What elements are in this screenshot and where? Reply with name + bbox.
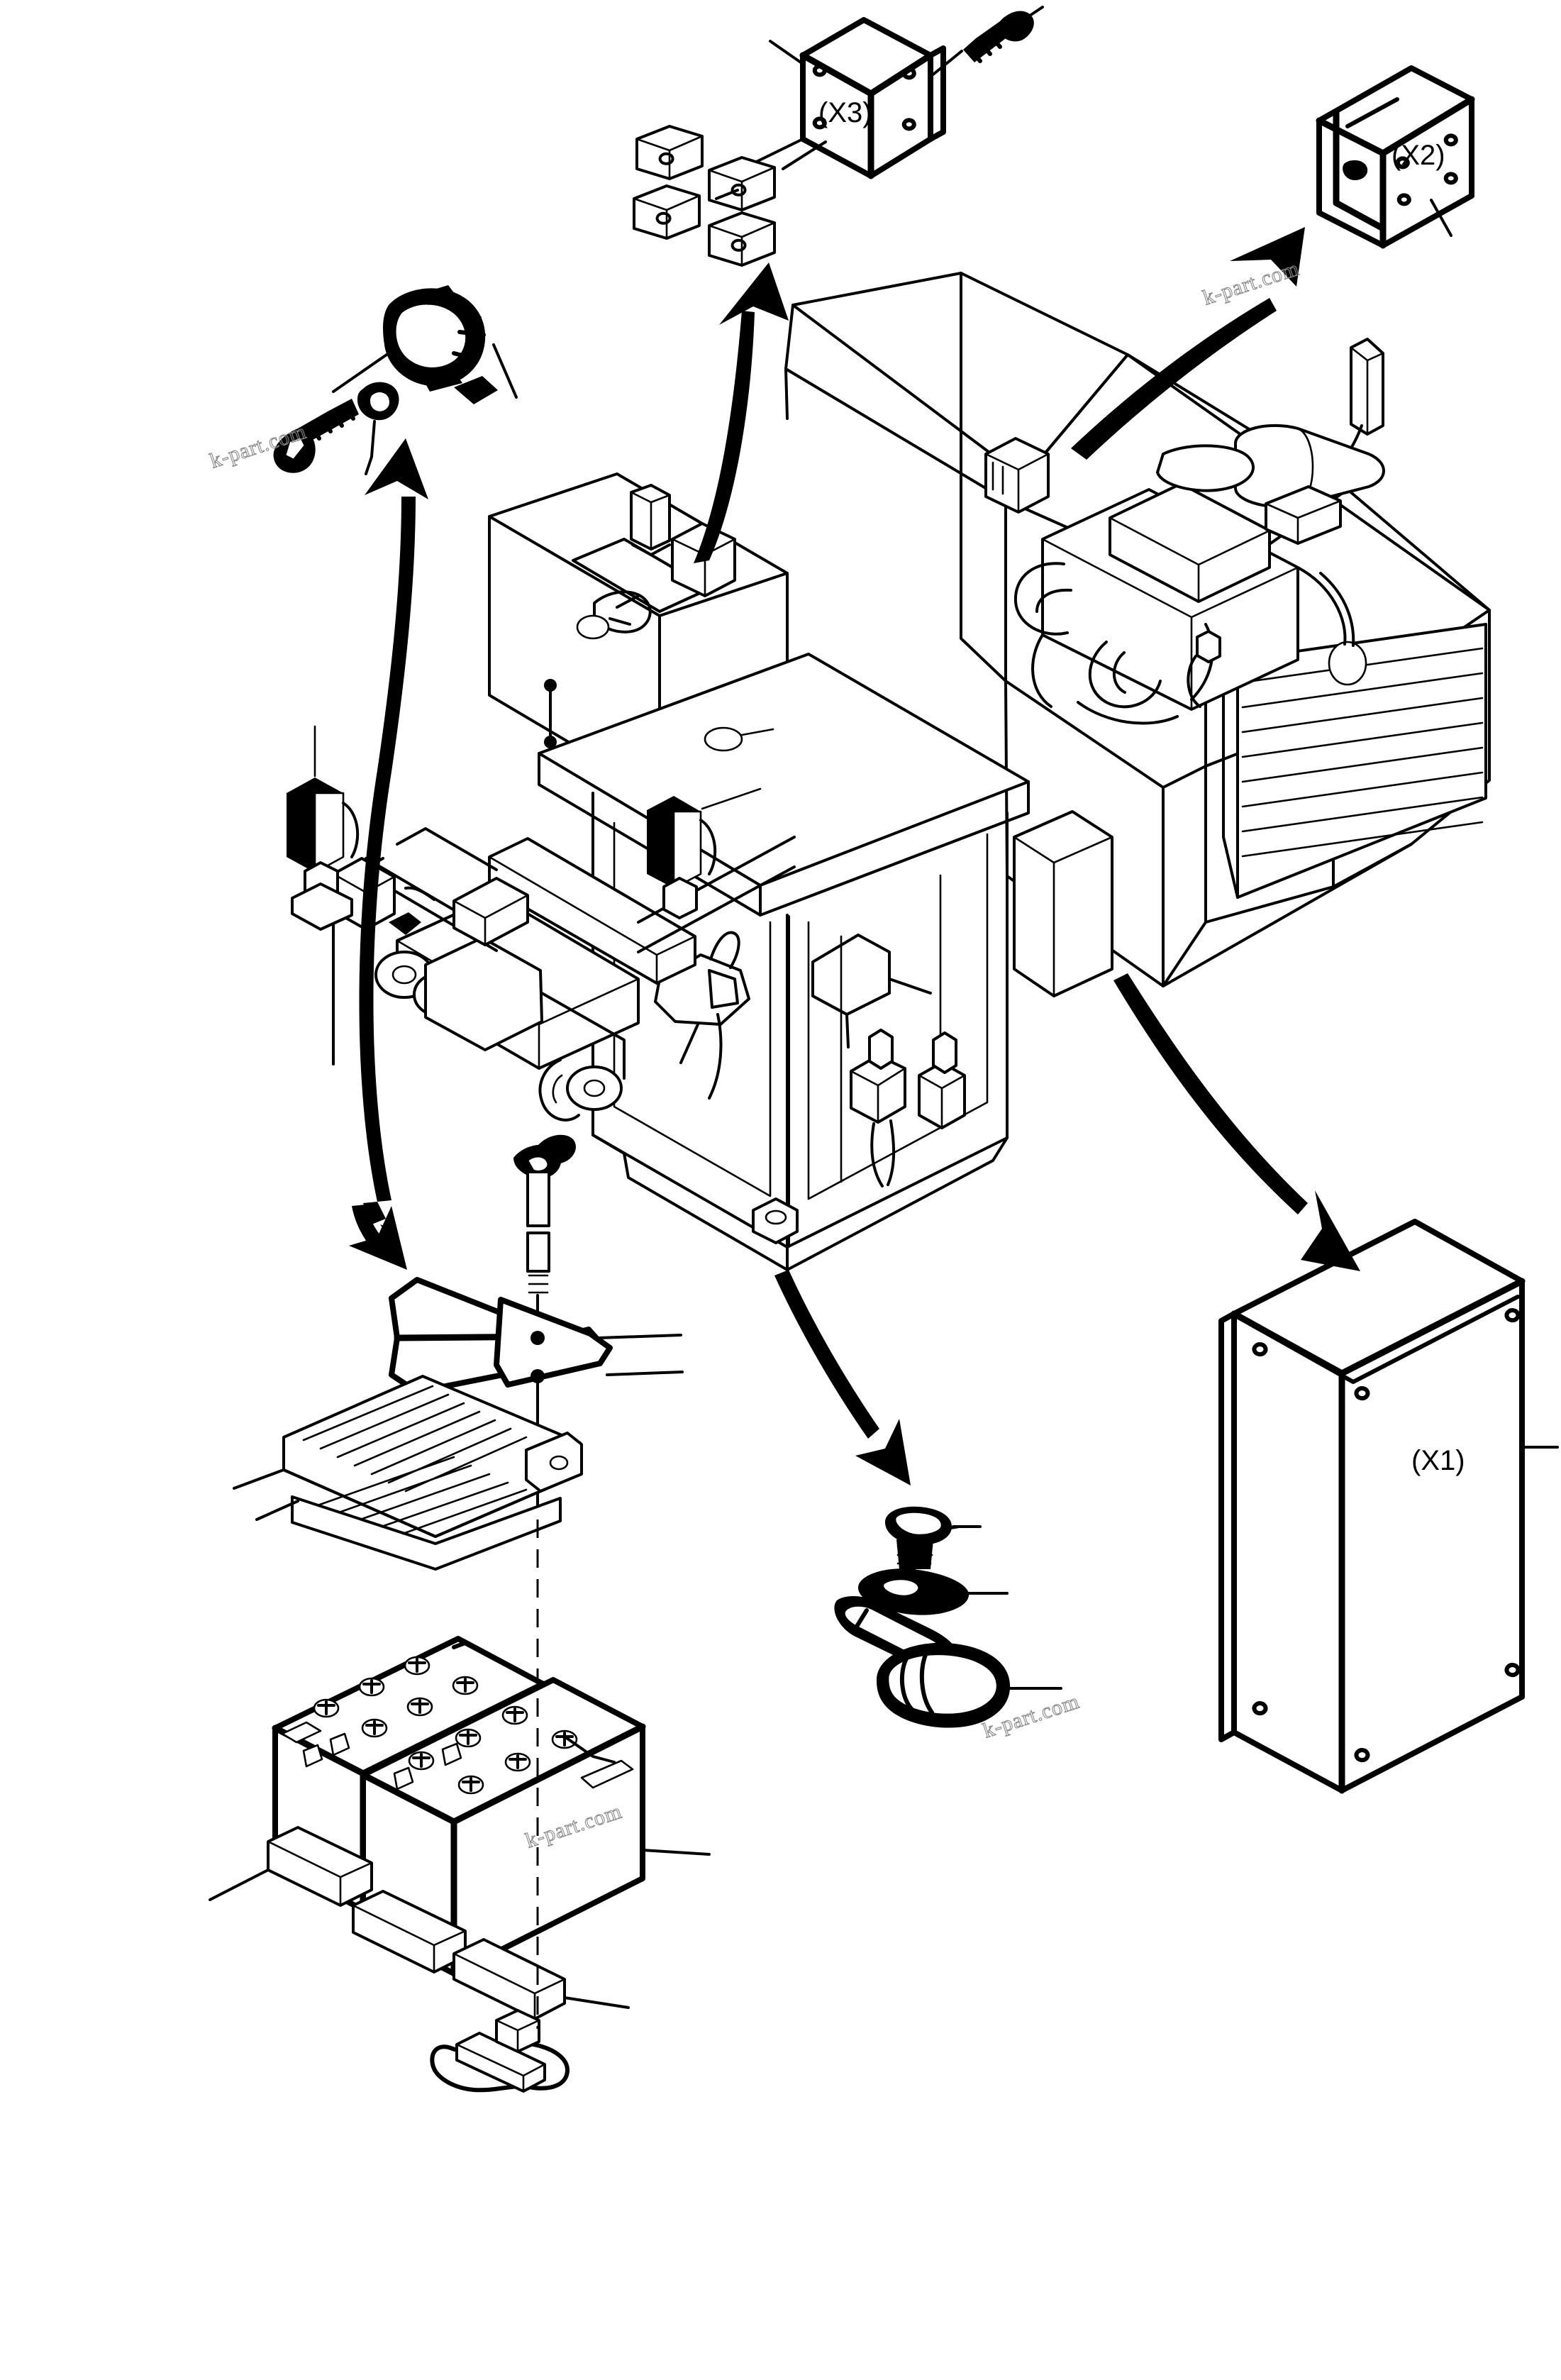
x3-mounting-screw (929, 6, 1044, 78)
cab-side-panel (1013, 810, 1113, 997)
battery-group (209, 1134, 711, 2093)
arrow-to-horn (359, 438, 428, 1202)
battery-cover-plate (233, 1375, 583, 1571)
ground-strap-assembly (834, 1506, 1062, 1728)
watermark: k-part.com (1200, 257, 1302, 310)
battery-mount-block (430, 1520, 570, 2093)
engine-relay-box (984, 437, 1050, 514)
arrow-to-x1 (1113, 973, 1360, 1271)
arrow-to-x2 (1071, 227, 1305, 460)
callout-label-x2: (X2) (1391, 140, 1445, 171)
arrow-to-battery (349, 1202, 407, 1270)
front-frame (332, 827, 796, 1111)
leader-arrows (349, 227, 1360, 1485)
callout-label-x3: (X3) (818, 97, 872, 128)
harness-connector-left (287, 725, 360, 931)
horn-assembly (273, 285, 518, 475)
harness-connector-cab (647, 787, 762, 919)
wing-nut-rod (513, 1134, 576, 1335)
hold-down-bar (389, 1277, 684, 1512)
arrow-to-x3 (694, 262, 789, 563)
engine-assembly (1013, 424, 1385, 725)
arrow-to-ground (774, 1270, 911, 1485)
part-x3-group: (X3) (740, 6, 1044, 179)
relay-blocks-group (633, 125, 827, 267)
part-x1-group: (X1) (1218, 1219, 1559, 1794)
part-x2-group: (X2) (1316, 65, 1475, 249)
machine-body (287, 272, 1491, 1271)
operator-cab (538, 653, 1030, 1271)
callout-label-x1: (X1) (1411, 1445, 1465, 1476)
